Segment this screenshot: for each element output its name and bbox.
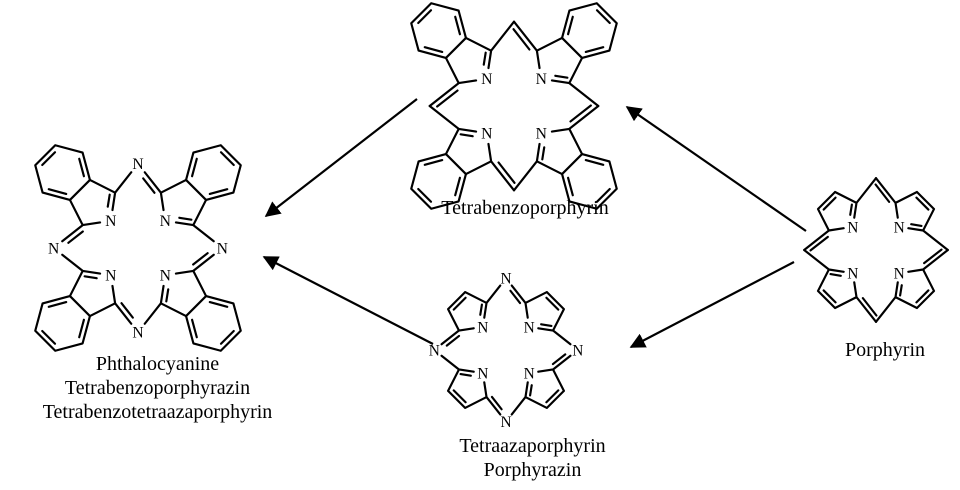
arrow-porphyrin-to-tetrabenzoporphyrin: [625, 106, 807, 232]
porphyrin-name: Porphyrin: [810, 338, 960, 362]
nitrogen-atom-label: N: [160, 213, 171, 230]
porphyrin-structure: N N N N: [803, 177, 949, 323]
nitrogen-atom-label: N: [536, 126, 547, 143]
nitrogen-atom-label: N: [132, 325, 143, 342]
nitrogen-atom-label: N: [847, 219, 858, 236]
molecule-name-line: Porphyrazin: [483, 459, 582, 481]
molecule-name-line: Porphyrin: [845, 339, 925, 361]
molecule-name-line: Tetraazaporphyrin: [459, 435, 606, 457]
nitrogen-atom-label: N: [847, 266, 858, 283]
nitrogen-atom-label: N: [105, 268, 116, 285]
molecule-name-line: Tetrabenzoporphyrazin: [64, 377, 251, 399]
nitrogen-atom-label: N: [160, 268, 171, 285]
nitrogen-atom-label: N: [500, 271, 511, 288]
molecule-name-line: Phthalocyanine: [95, 353, 220, 375]
phthalocyanine-names: Phthalocyanine Tetrabenzoporphyrazin Tet…: [5, 352, 310, 424]
nitrogen-atom-label: N: [481, 126, 492, 143]
nitrogen-atom-label: N: [894, 219, 905, 236]
nitrogen-atom-label: N: [500, 414, 511, 431]
molecule-name-line: Tetrabenzotetraazaporphyrin: [42, 401, 273, 423]
tetraazaporphyrin-names: Tetraazaporphyrin Porphyrazin: [400, 434, 665, 482]
molecule-name-line: Tetrabenzoporphyrin: [441, 197, 609, 219]
molecule-phthalocyanine: N N N N N N N N: [32, 142, 250, 354]
nitrogen-atom-label: N: [105, 213, 116, 230]
arrow-porphyrin-to-tetraazaporphyrin: [629, 261, 795, 348]
molecule-porphyrin: N N N N: [798, 172, 954, 328]
molecule-tetrabenzoporphyrin: N N N N: [408, 0, 620, 212]
arrow-tetrabenzoporphyrin-to-phthalocyanine: [264, 98, 418, 217]
nitrogen-atom-label: N: [132, 156, 143, 173]
nitrogen-atom-label: N: [524, 319, 535, 336]
nitrogen-atom-label: N: [429, 342, 440, 359]
nitrogen-atom-label: N: [524, 366, 535, 383]
nitrogen-atom-label: N: [217, 240, 228, 257]
arrow-tetraazaporphyrin-to-phthalocyanine: [262, 256, 434, 345]
nitrogen-atom-label: N: [894, 266, 905, 283]
tetraazaporphyrin-structure: N N N N N N N N: [429, 271, 584, 432]
nitrogen-atom-label: N: [536, 71, 547, 88]
molecule-tetraazaporphyrin: N N N N N N N N: [424, 268, 588, 432]
nitrogen-atom-label: N: [481, 71, 492, 88]
phthalocyanine-structure: N N N N N N N N: [34, 144, 242, 352]
nitrogen-atom-label: N: [572, 342, 583, 359]
nitrogen-atom-label: N: [477, 366, 488, 383]
tetrabenzoporphyrin-name: Tetrabenzoporphyrin: [380, 196, 670, 220]
tetrabenzoporphyrin-structure: N N N N: [410, 2, 618, 210]
nitrogen-atom-label: N: [48, 240, 59, 257]
nitrogen-atom-label: N: [477, 319, 488, 336]
